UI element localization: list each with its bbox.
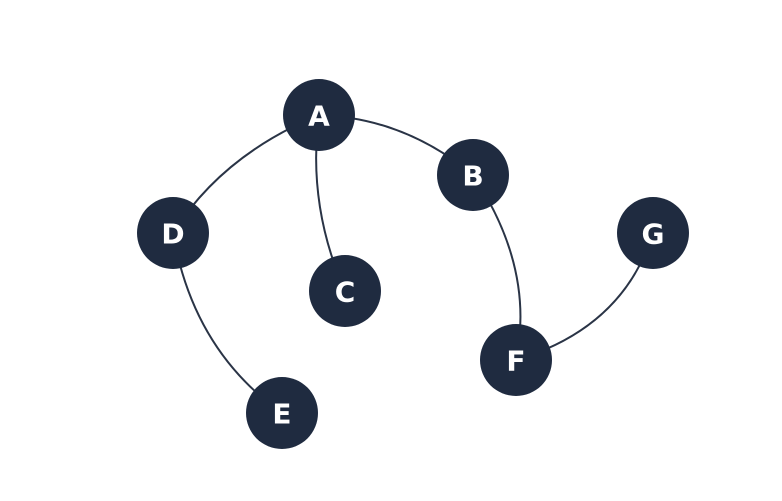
node-g-label: G (642, 218, 665, 251)
node-e-circle (246, 377, 318, 449)
node-c-label: C (335, 276, 356, 309)
node-c-circle (309, 255, 381, 327)
node-d-label: D (161, 218, 184, 251)
node-d-circle (137, 197, 209, 269)
node-c: C (309, 255, 381, 327)
node-b: B (437, 139, 509, 211)
node-b-circle (437, 139, 509, 211)
node-e: E (246, 377, 318, 449)
nodes-layer: A B C D E F G (137, 79, 689, 449)
node-e-label: E (272, 398, 291, 431)
node-g-circle (617, 197, 689, 269)
node-a-circle (283, 79, 355, 151)
node-b-label: B (462, 160, 483, 193)
node-f-label: F (506, 345, 525, 378)
node-a-label: A (308, 100, 330, 133)
node-f: F (480, 324, 552, 396)
node-g: G (617, 197, 689, 269)
node-d: D (137, 197, 209, 269)
node-f-circle (480, 324, 552, 396)
node-a: A (283, 79, 355, 151)
edges-layer (172, 114, 654, 414)
